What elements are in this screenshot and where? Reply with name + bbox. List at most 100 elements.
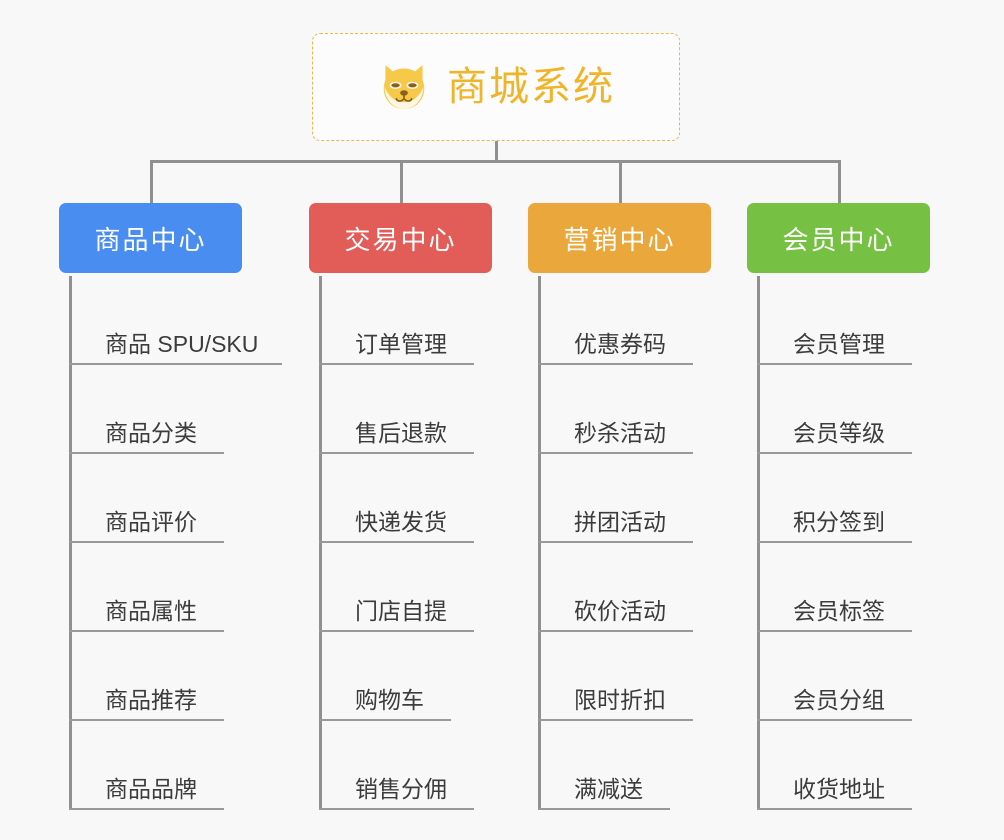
leaf-underline — [69, 452, 224, 454]
leaf-underline — [757, 719, 912, 721]
branch-header-4[interactable]: 会员中心 — [747, 203, 930, 273]
leaf-item[interactable]: 限时折扣 — [538, 632, 693, 721]
leaf-item[interactable]: 销售分佣 — [319, 721, 474, 810]
leaf-label: 收货地址 — [793, 776, 885, 802]
leaf-item[interactable]: 积分签到 — [757, 454, 912, 543]
leaf-item[interactable]: 商品 SPU/SKU — [69, 276, 282, 365]
connector-drop-1 — [150, 160, 153, 204]
branch-spine-4 — [757, 276, 760, 810]
leaf-underline — [319, 452, 474, 454]
leaf-item[interactable]: 会员等级 — [757, 365, 912, 454]
leaf-underline — [69, 719, 224, 721]
leaf-underline — [319, 808, 474, 810]
connector-horizontal-bus — [150, 160, 841, 163]
leaf-label: 拼团活动 — [574, 509, 666, 535]
leaf-item[interactable]: 购物车 — [319, 632, 451, 721]
leaf-item[interactable]: 秒杀活动 — [538, 365, 693, 454]
leaf-label: 购物车 — [355, 687, 424, 713]
connector-drop-2 — [400, 160, 403, 204]
leaf-underline — [69, 808, 224, 810]
leaf-label: 商品 SPU/SKU — [105, 331, 259, 357]
branch-column-1: 商品中心 商品 SPU/SKU 商品分类 商品评价 商品属性 商品推荐 — [59, 203, 282, 810]
leaf-item[interactable]: 会员管理 — [757, 276, 912, 365]
leaf-label: 商品分类 — [105, 420, 197, 446]
leaf-item[interactable]: 商品分类 — [69, 365, 258, 454]
branch-column-3: 营销中心 优惠券码 秒杀活动 拼团活动 砍价活动 限时折扣 — [528, 203, 711, 810]
leaf-underline — [538, 363, 693, 365]
leaf-label: 会员标签 — [793, 598, 885, 624]
leaf-underline — [319, 630, 474, 632]
leaf-label: 限时折扣 — [574, 687, 666, 713]
leaf-item[interactable]: 快递发货 — [319, 454, 474, 543]
leaf-item[interactable]: 会员分组 — [757, 632, 912, 721]
leaf-label: 满减送 — [574, 776, 643, 802]
leaf-label: 会员管理 — [793, 331, 885, 357]
branch-spine-1 — [69, 276, 72, 810]
branch-leaf-list-1: 商品 SPU/SKU 商品分类 商品评价 商品属性 商品推荐 商品品牌 — [69, 276, 282, 810]
leaf-item[interactable]: 商品品牌 — [69, 721, 258, 810]
branch-spine-2 — [319, 276, 322, 810]
leaf-underline — [538, 719, 693, 721]
leaf-item[interactable]: 门店自提 — [319, 543, 474, 632]
leaf-underline — [538, 808, 670, 810]
leaf-label: 售后退款 — [355, 420, 447, 446]
leaf-label: 积分签到 — [793, 509, 885, 535]
leaf-item[interactable]: 售后退款 — [319, 365, 474, 454]
leaf-item[interactable]: 拼团活动 — [538, 454, 693, 543]
leaf-item[interactable]: 商品推荐 — [69, 632, 258, 721]
branch-header-2[interactable]: 交易中心 — [309, 203, 492, 273]
leaf-underline — [538, 541, 693, 543]
branch-header-label: 交易中心 — [344, 224, 457, 255]
branch-leaf-list-2: 订单管理 售后退款 快递发货 门店自提 购物车 销售分佣 — [319, 276, 474, 810]
connector-drop-4 — [838, 160, 841, 204]
leaf-underline — [319, 363, 474, 365]
leaf-item[interactable]: 优惠券码 — [538, 276, 693, 365]
branch-leaf-list-3: 优惠券码 秒杀活动 拼团活动 砍价活动 限时折扣 满减送 — [538, 276, 693, 810]
leaf-underline — [757, 808, 912, 810]
root-node[interactable]: 商城系统 — [312, 33, 680, 141]
connector-drop-3 — [619, 160, 622, 204]
branch-column-4: 会员中心 会员管理 会员等级 积分签到 会员标签 会员分组 — [747, 203, 930, 810]
leaf-label: 商品推荐 — [105, 687, 197, 713]
branch-column-2: 交易中心 订单管理 售后退款 快递发货 门店自提 购物车 — [309, 203, 492, 810]
branch-header-1[interactable]: 商品中心 — [59, 203, 242, 273]
leaf-label: 秒杀活动 — [574, 420, 666, 446]
leaf-label: 会员等级 — [793, 420, 885, 446]
leaf-item[interactable]: 收货地址 — [757, 721, 912, 810]
leaf-underline — [69, 541, 224, 543]
leaf-label: 门店自提 — [355, 598, 447, 624]
branch-spine-3 — [538, 276, 541, 810]
leaf-underline — [69, 630, 224, 632]
leaf-item[interactable]: 商品评价 — [69, 454, 258, 543]
leaf-label: 快递发货 — [355, 509, 447, 535]
leaf-label: 商品品牌 — [105, 776, 197, 802]
leaf-underline — [538, 452, 693, 454]
leaf-label: 订单管理 — [355, 331, 447, 357]
branch-header-3[interactable]: 营销中心 — [528, 203, 711, 273]
leaf-item[interactable]: 商品属性 — [69, 543, 258, 632]
leaf-underline — [538, 630, 693, 632]
leaf-underline — [69, 363, 282, 365]
leaf-label: 会员分组 — [793, 687, 885, 713]
leaf-label: 优惠券码 — [574, 331, 666, 357]
leaf-underline — [757, 363, 912, 365]
shiba-dog-face-icon — [383, 65, 425, 109]
leaf-underline — [757, 541, 912, 543]
leaf-underline — [757, 452, 912, 454]
leaf-label: 商品评价 — [105, 509, 197, 535]
leaf-item[interactable]: 订单管理 — [319, 276, 474, 365]
branch-header-label: 营销中心 — [563, 224, 676, 255]
leaf-underline — [319, 541, 474, 543]
leaf-item[interactable]: 砍价活动 — [538, 543, 693, 632]
leaf-underline — [319, 719, 451, 721]
leaf-item[interactable]: 满减送 — [538, 721, 670, 810]
leaf-label: 销售分佣 — [355, 776, 447, 802]
leaf-label: 商品属性 — [105, 598, 197, 624]
branch-leaf-list-4: 会员管理 会员等级 积分签到 会员标签 会员分组 收货地址 — [757, 276, 912, 810]
connector-root-stem — [495, 141, 498, 162]
leaf-item[interactable]: 会员标签 — [757, 543, 912, 632]
leaf-label: 砍价活动 — [574, 598, 666, 624]
branch-header-label: 商品中心 — [94, 224, 207, 255]
branch-header-label: 会员中心 — [782, 224, 895, 255]
leaf-underline — [757, 630, 912, 632]
